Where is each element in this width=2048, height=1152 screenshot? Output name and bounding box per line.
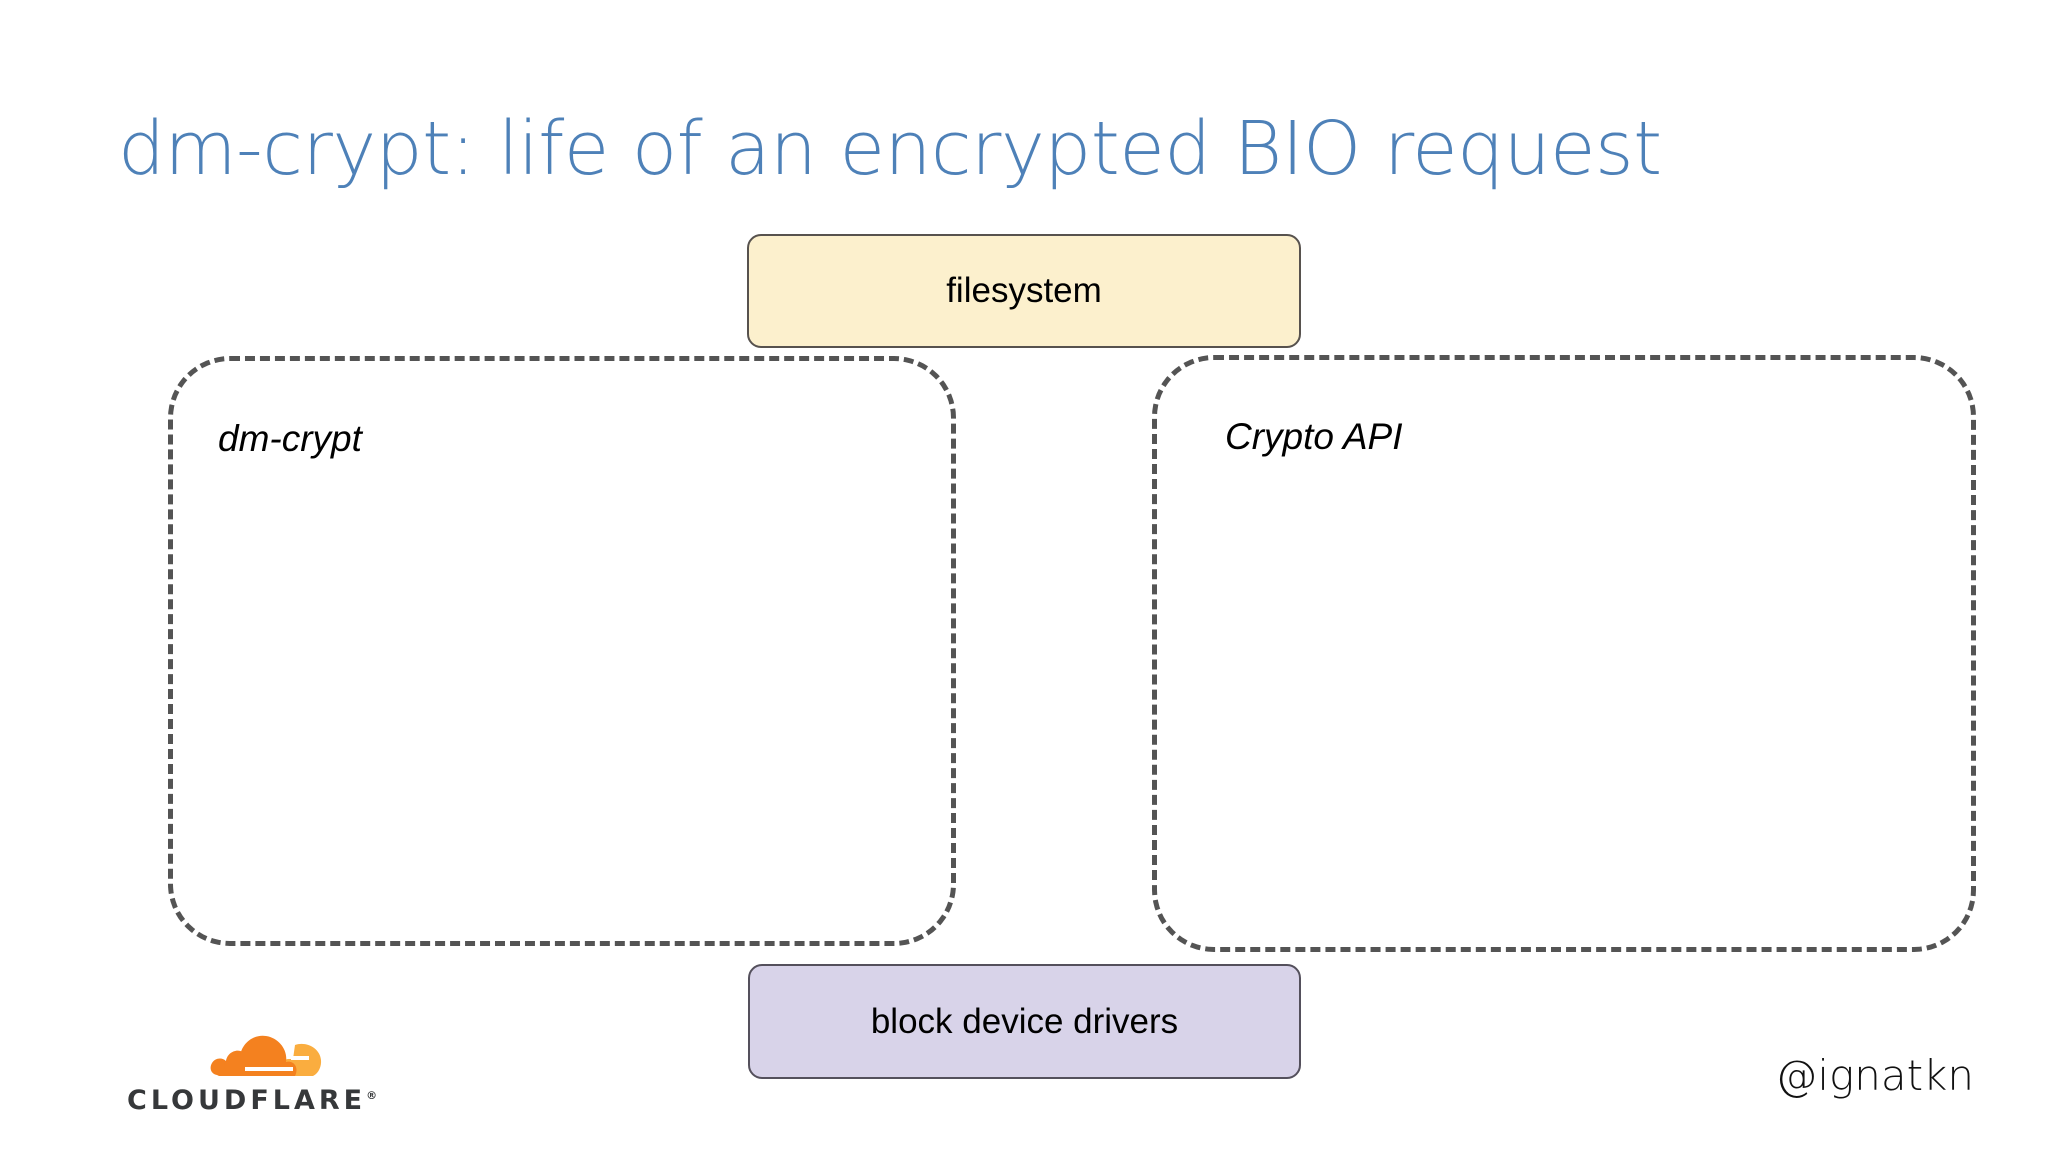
block-block-device-drivers-label: block device drivers [870,1001,1179,1041]
group-crypto-api-label: Crypto API [1225,416,1403,457]
cloud-icon [210,1035,322,1076]
group-dm-crypt-label: dm-crypt [218,418,362,459]
group-crypto-api [1152,355,1976,952]
cloudflare-logo: CLOUDFLARE® [127,1031,377,1116]
cloudflare-wordmark-text: CLOUDFLARE [127,1085,367,1116]
block-block-device-drivers: block device drivers [748,964,1301,1079]
group-dm-crypt [168,356,956,946]
page-title: dm-crypt: life of an encrypted BIO reque… [118,106,1662,192]
block-filesystem-label: filesystem [946,271,1102,310]
author-handle: @ignatkn [1775,1051,1974,1100]
registered-mark-icon: ® [366,1089,378,1102]
cloudflare-wordmark: CLOUDFLARE® [127,1085,377,1116]
block-filesystem: filesystem [747,234,1301,348]
